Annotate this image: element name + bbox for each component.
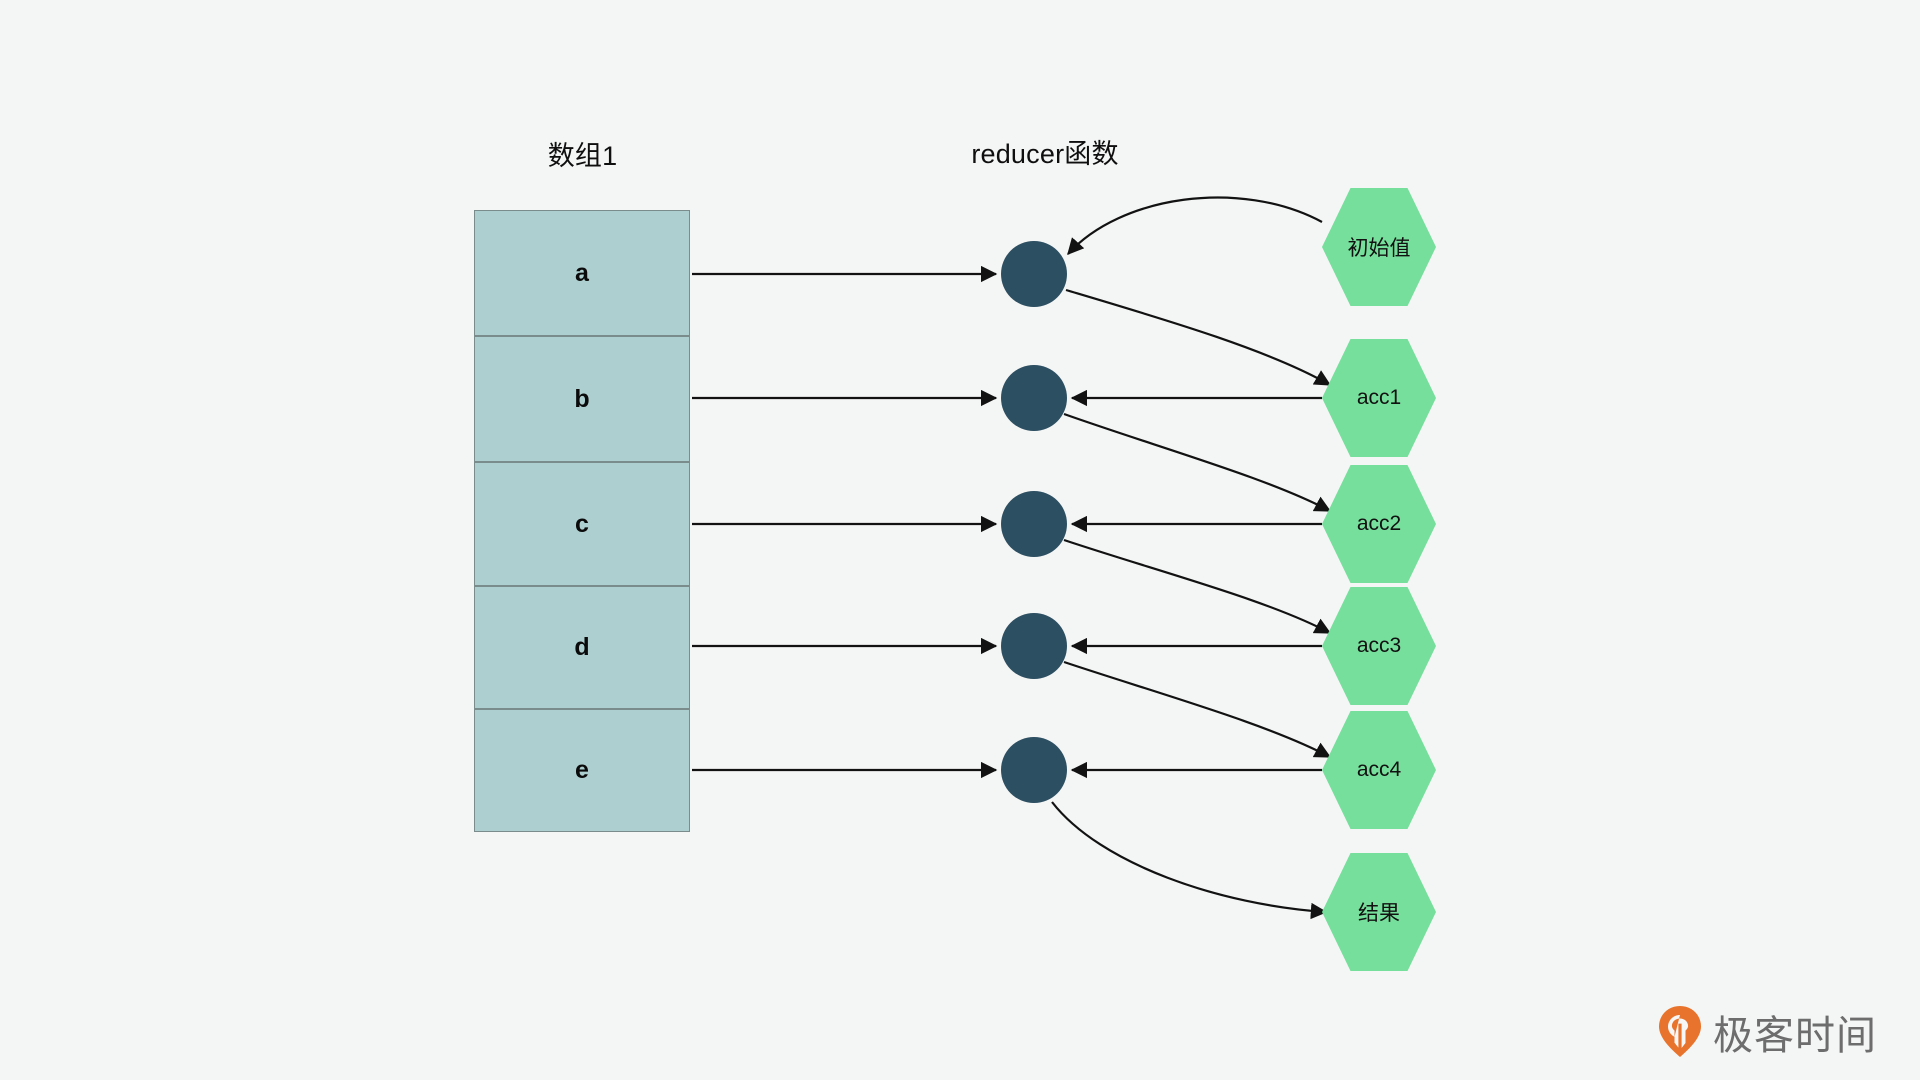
reducer-node[interactable] [1001,365,1067,431]
accumulator-label: acc4 [1356,758,1402,781]
reducer-node[interactable] [1001,241,1067,307]
hexagon-shape [1322,711,1436,829]
array-cell[interactable]: b [474,336,690,462]
reducer-node[interactable] [1001,491,1067,557]
reducer-node[interactable] [1001,737,1067,803]
edge-call5-to-result [1051,801,1328,920]
edge-call2-to-acc2 [1063,412,1332,512]
hexagon-shape [1322,853,1436,971]
edge-call1-to-acc1 [1065,288,1332,386]
edge-call4-to-acc4 [1063,660,1332,758]
accumulator-label: acc1 [1356,386,1402,409]
result-hexagon[interactable]: 结果 [1322,853,1436,971]
array-cell[interactable]: c [474,462,690,586]
reducer-title: reducer函数 [971,139,1119,169]
edge-init-to-call1 [1067,196,1323,255]
accumulator-label: acc2 [1356,512,1402,535]
accumulator-hexagon[interactable]: acc3 [1322,587,1436,705]
accumulator-hexagon[interactable]: acc1 [1322,339,1436,457]
array-title: 数组1 [547,141,618,171]
accumulator-hexagon[interactable]: acc2 [1322,465,1436,583]
hexagon-shape [1322,587,1436,705]
location-pin-icon [1659,1006,1701,1057]
edge-call3-to-acc3 [1063,538,1332,634]
accumulator-label: 结果 [1358,902,1400,925]
accumulator-label: 初始值 [1347,237,1411,260]
accumulator-label: acc3 [1356,634,1402,657]
watermark: 极客时间 [1657,1003,1877,1061]
array-cell[interactable]: d [474,586,690,709]
watermark-text: 极客时间 [1713,1013,1877,1059]
accumulator-hexagon[interactable]: acc4 [1322,711,1436,829]
array-cell[interactable]: e [474,709,690,832]
array-cell[interactable]: a [474,210,690,336]
accumulator-hexagon[interactable]: 初始值 [1322,188,1436,306]
reducer-node[interactable] [1001,613,1067,679]
